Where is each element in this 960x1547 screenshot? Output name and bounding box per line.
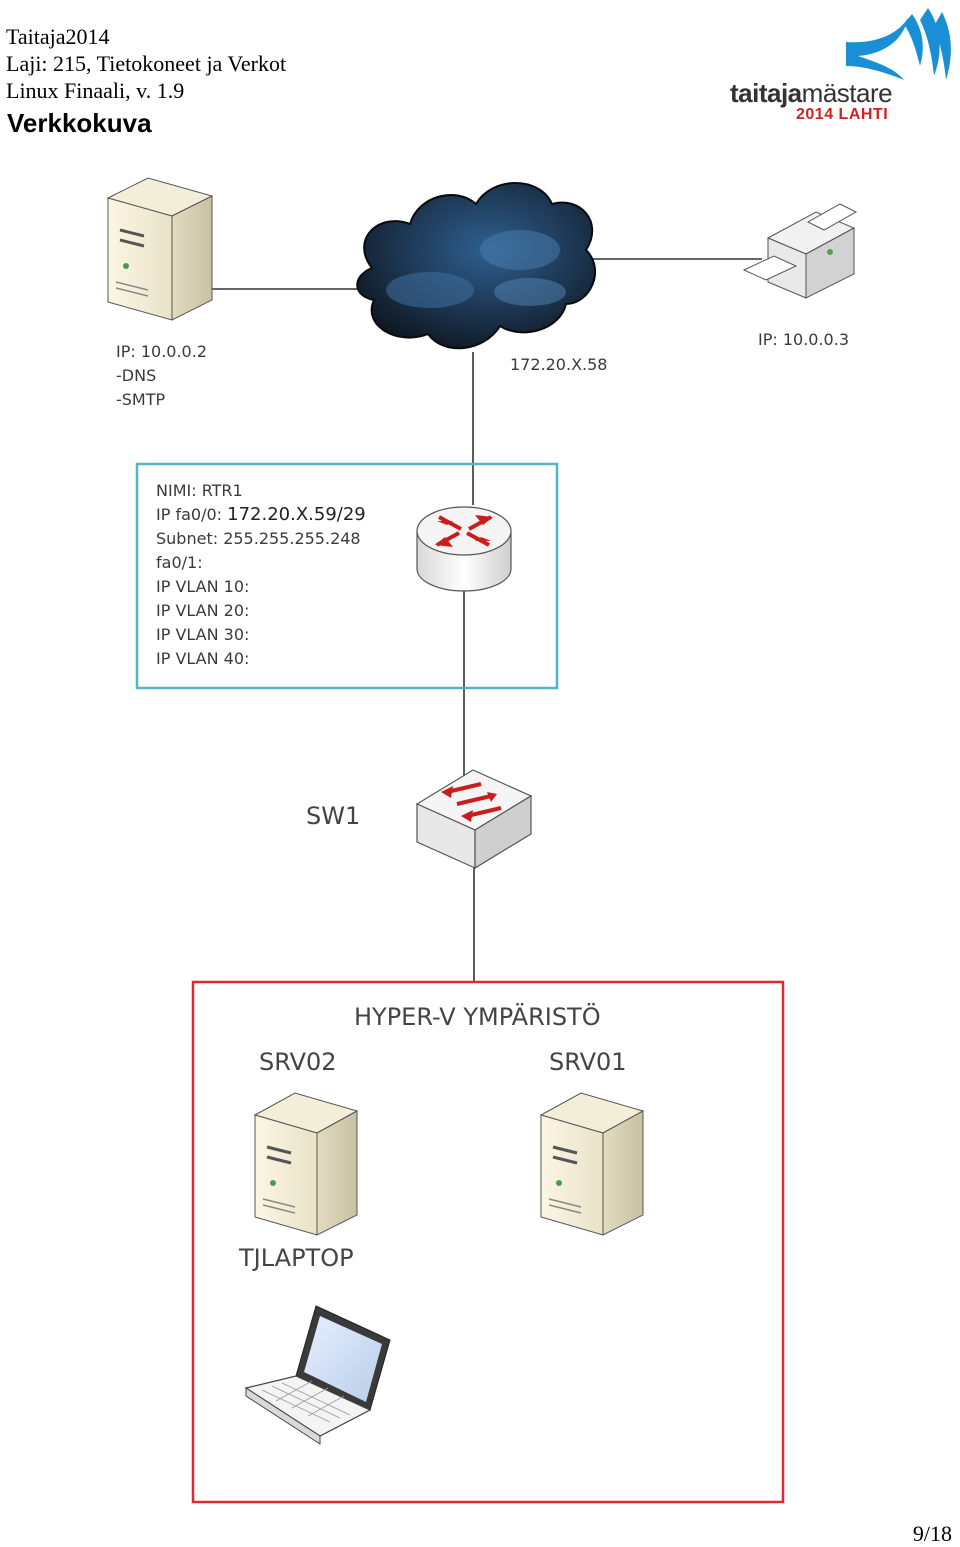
server-left-smtp: -SMTP xyxy=(116,390,166,409)
logo-subtitle: 2014 LAHTI xyxy=(796,106,889,123)
router-icon xyxy=(416,506,512,592)
srv02-server-icon xyxy=(253,1092,359,1236)
router-vlan20: IP VLAN 20: xyxy=(156,601,250,620)
cloud-ip-label: 172.20.X.58 xyxy=(510,355,608,374)
hyperv-box xyxy=(191,980,785,1504)
page-number: 9/18 xyxy=(912,1521,952,1546)
taitajamastare-logo: taitajamästare 2014 LAHTI xyxy=(726,6,956,128)
router-vlan40: IP VLAN 40: xyxy=(156,649,250,668)
header-line-3: Linux Finaali, v. 1.9 xyxy=(6,78,185,103)
srv02-label: SRV02 xyxy=(259,1048,337,1076)
header-line-1: Taitaja2014 xyxy=(6,24,110,49)
router-subnet: Subnet: 255.255.255.248 xyxy=(156,529,361,548)
hyperv-title: HYPER-V YMPÄRISTÖ xyxy=(354,1003,601,1031)
router-fa01: fa0/1: xyxy=(156,553,203,572)
logo-wordmark: taitajamästare xyxy=(730,78,893,108)
server-left-label: IP: 10.0.0.2 -DNS -SMTP xyxy=(116,340,207,412)
srv01-label: SRV01 xyxy=(549,1048,627,1076)
links xyxy=(208,258,762,982)
server-left-ip: IP: 10.0.0.2 xyxy=(116,342,207,361)
server-left-dns: -DNS xyxy=(116,366,157,385)
switch-icon xyxy=(415,769,533,870)
printer-ip-label: IP: 10.0.0.3 xyxy=(758,330,849,349)
section-title: Verkkokuva xyxy=(7,108,152,138)
router-vlan30: IP VLAN 30: xyxy=(156,625,250,644)
router-info-box xyxy=(135,462,559,690)
srv01-server-icon xyxy=(539,1092,645,1236)
wing-icon xyxy=(846,8,951,80)
laptop-label: TJLAPTOP xyxy=(239,1244,354,1272)
internet-cloud xyxy=(356,182,597,350)
server-left xyxy=(106,177,214,321)
router-fa00: IP fa0/0: 172.20.X.59/29 xyxy=(156,504,366,525)
router-info-text: NIMI: RTR1 IP fa0/0: 172.20.X.59/29 Subn… xyxy=(156,479,366,671)
router-name: NIMI: RTR1 xyxy=(156,481,243,500)
switch-label: SW1 xyxy=(306,802,361,830)
header-line-2: Laji: 215, Tietokoneet ja Verkot xyxy=(6,51,287,76)
laptop-icon xyxy=(244,1305,391,1445)
router-vlan10: IP VLAN 10: xyxy=(156,577,250,596)
printer-icon xyxy=(742,203,858,299)
